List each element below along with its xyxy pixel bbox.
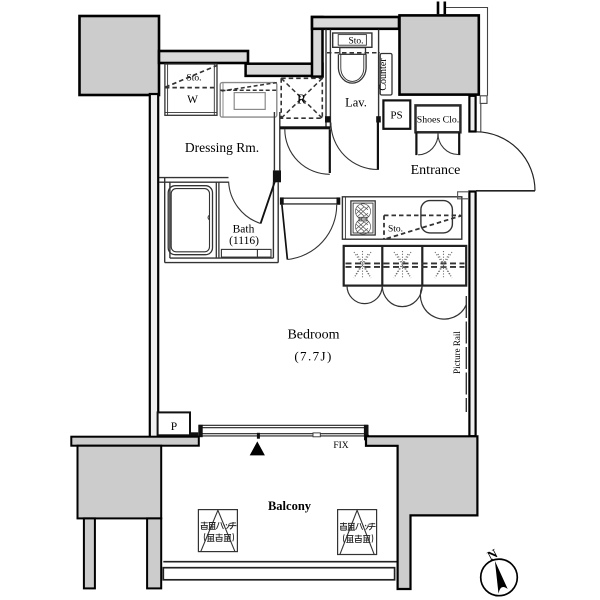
svg-text:Bath: Bath — [233, 224, 255, 236]
svg-text:Lav.: Lav. — [345, 96, 367, 110]
svg-text:(1116): (1116) — [229, 235, 259, 247]
svg-text:Sto.: Sto. — [186, 74, 201, 84]
svg-text:FIX: FIX — [333, 441, 348, 451]
svg-text:Sto.: Sto. — [348, 37, 363, 47]
svg-text:Shoes Clo.: Shoes Clo. — [417, 115, 459, 126]
svg-text:W: W — [187, 94, 198, 106]
svg-text:Picture Rail: Picture Rail — [452, 331, 462, 374]
svg-text:Entrance: Entrance — [411, 163, 461, 178]
svg-text:PS: PS — [390, 110, 402, 122]
svg-text:Bedroom: Bedroom — [287, 328, 339, 343]
svg-text:(7.7J): (7.7J) — [294, 349, 332, 364]
svg-text:R: R — [297, 92, 306, 107]
svg-text:Counter: Counter — [378, 58, 389, 91]
svg-text:Balcony: Balcony — [268, 499, 312, 513]
svg-text:Dressing Rm.: Dressing Rm. — [185, 140, 259, 155]
svg-text:P: P — [171, 421, 177, 433]
svg-text:Sto.: Sto. — [388, 225, 403, 235]
